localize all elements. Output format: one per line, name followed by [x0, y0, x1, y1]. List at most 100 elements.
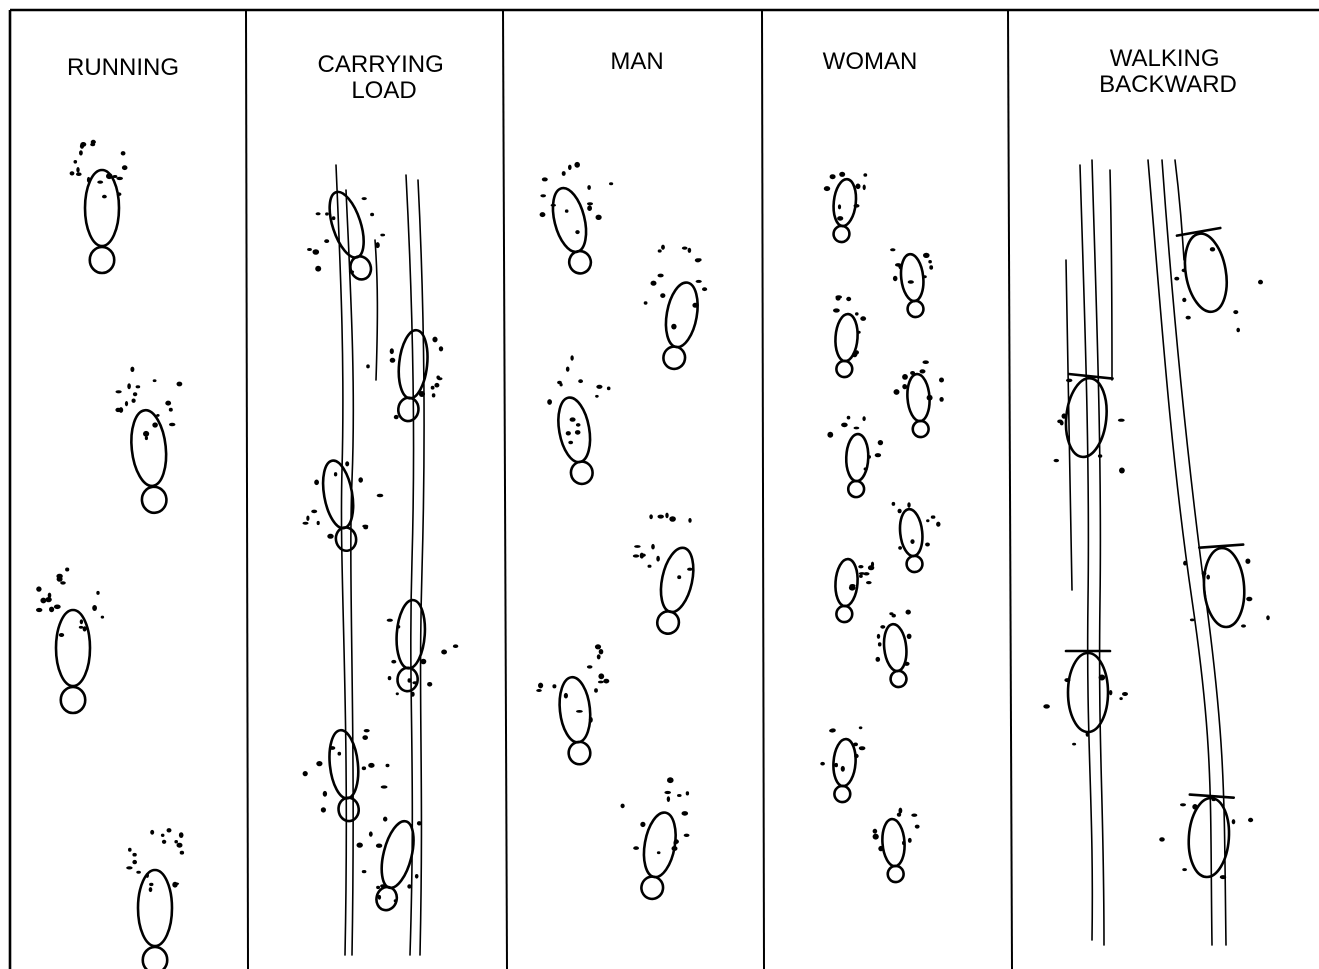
- running-print-4-debris-16: [128, 848, 132, 852]
- running-print-4-debris-8: [150, 830, 154, 835]
- woman-print-6-debris-1: [898, 509, 902, 514]
- woman-print-10-debris-3: [873, 829, 878, 834]
- woman-print-3-debris-1: [852, 352, 857, 357]
- running-print-3-debris-7: [40, 598, 46, 604]
- man-print-5-debris-3: [564, 693, 568, 699]
- woman-print-6-sole: [898, 508, 925, 557]
- running-print-2-debris-4: [145, 436, 148, 440]
- carrying-load-print-6-debris-0: [362, 870, 367, 873]
- running-print-3-debris-1: [101, 616, 104, 619]
- woman-print-2-debris-0: [923, 253, 930, 258]
- woman-print-3-debris-7: [855, 312, 859, 315]
- carrying-load-print-3-debris-1: [314, 480, 319, 486]
- woman-print-7-debris-1: [859, 575, 863, 578]
- woman-print-3-debris-5: [836, 296, 841, 300]
- walking-backward-print-1-debris-2: [1186, 316, 1191, 320]
- running-print-2-debris-13: [169, 408, 173, 412]
- woman-print-1-debris-7: [839, 172, 845, 177]
- carrying-load-print-2-debris-9: [432, 393, 436, 397]
- carrying-load-print-3-debris-0: [311, 510, 317, 514]
- carrying-load-print-6-debris-11: [357, 843, 363, 848]
- man-print-5-debris-7: [536, 689, 542, 692]
- carrying-load-print-3-debris-8: [303, 522, 309, 525]
- carrying-load-print-1-debris-8: [316, 212, 321, 215]
- man-print-1-debris-13: [575, 230, 579, 234]
- man-print-2-debris-0: [658, 249, 662, 252]
- running-print-4-debris-7: [132, 853, 136, 857]
- panel-title-walking-backward: WALKING BACKWARD: [1099, 45, 1237, 98]
- woman-print-6-debris-8: [907, 502, 910, 508]
- running-print-1-debris-17: [97, 181, 103, 184]
- running-print-1-debris-6: [116, 177, 123, 180]
- man-print-3-debris-8: [566, 431, 571, 435]
- walking-backward-print-3: [1199, 545, 1249, 629]
- running-print-2-debris-1: [177, 382, 183, 387]
- running-print-2-debris-7: [169, 423, 175, 427]
- woman-print-2-debris-5: [908, 280, 914, 284]
- carrying-load-print-2-debris-10: [394, 415, 399, 419]
- walking-backward-print-3-debris-4: [1190, 619, 1195, 622]
- walking-backward-print-5-debris-0: [1182, 868, 1187, 871]
- woman-print-4-debris-6: [923, 360, 929, 364]
- walking-backward-print-2-debris-1: [1066, 379, 1072, 383]
- man-print-1-heel: [567, 249, 593, 276]
- running-print-3-debris-2: [80, 619, 83, 624]
- woman-footprints: [820, 172, 944, 883]
- woman-print-5-debris-1: [862, 416, 865, 421]
- man-print-6-heel: [640, 875, 665, 901]
- man-print-2-sole: [661, 280, 702, 350]
- woman-print-9-debris-2: [853, 743, 858, 747]
- man-print-1-debris-8: [562, 171, 566, 176]
- running-print-1-debris-5: [106, 173, 113, 179]
- carrying-load-print-5-sole: [326, 729, 361, 800]
- carrying-load-print-5-debris-9: [316, 761, 322, 766]
- man-print-3-debris-0: [566, 367, 570, 372]
- carrying-load-print-3-debris-3: [345, 461, 349, 466]
- woman-print-3-debris-6: [857, 331, 861, 334]
- woman-print-9-debris-5: [841, 766, 845, 772]
- walking-backward-print-1-sole: [1179, 230, 1232, 315]
- man-print-5-sole: [557, 676, 594, 744]
- walking-backward-print-4-debris-6: [1043, 704, 1050, 708]
- man-print-2-debris-5: [688, 248, 692, 253]
- carrying-load-print-2-debris-7: [366, 364, 370, 368]
- man-print-1-debris-12: [551, 204, 556, 207]
- running-print-2: [128, 408, 173, 514]
- man-footprints: [536, 162, 707, 901]
- man-print-4-debris-8: [641, 554, 646, 557]
- woman-print-8-debris-4: [889, 612, 893, 615]
- carrying-load-print-5-debris-8: [321, 807, 326, 812]
- running-print-4-debris-11: [172, 882, 177, 888]
- woman-print-4-debris-7: [894, 389, 900, 395]
- man-print-5-debris-8: [603, 679, 609, 684]
- man-print-1-debris-3: [574, 162, 580, 168]
- man-print-2-debris-4: [651, 281, 657, 286]
- carrying-load-print-1-debris-10: [332, 216, 336, 220]
- walking-backward-print-3-debris-0: [1266, 615, 1270, 620]
- woman-print-9-debris-6: [820, 762, 825, 766]
- man-print-2-debris-8: [702, 287, 707, 291]
- carrying-load-print-1-debris-5: [362, 197, 367, 200]
- running-print-4-debris-10: [161, 834, 165, 837]
- woman-print-10: [881, 818, 907, 883]
- man-print-3-sole: [554, 395, 595, 465]
- woman-print-10-debris-8: [915, 825, 920, 829]
- woman-print-7-debris-6: [871, 562, 874, 567]
- man-print-3-debris-13: [568, 441, 573, 444]
- running-print-3-debris-11: [45, 597, 51, 602]
- woman-print-9-heel: [834, 785, 851, 802]
- walking-backward-print-4-debris-5: [1122, 692, 1128, 696]
- carrying-load-print-4-debris-0: [427, 682, 432, 687]
- woman-print-5-debris-8: [875, 453, 881, 457]
- man-print-6-debris-5: [633, 846, 639, 850]
- woman-print-10-debris-7: [911, 814, 917, 817]
- running-print-4-debris-4: [126, 866, 132, 869]
- walking-backward-print-2-debris-2: [1054, 459, 1059, 462]
- man-print-6-debris-11: [686, 791, 689, 795]
- woman-print-8-debris-1: [904, 662, 910, 666]
- man-print-4-debris-7: [648, 565, 652, 568]
- carrying-load-print-4-debris-3: [453, 644, 458, 648]
- carrying-load-print-1-debris-2: [307, 248, 312, 251]
- man-print-4-debris-2: [665, 513, 668, 519]
- man-print-3-heel: [569, 460, 594, 486]
